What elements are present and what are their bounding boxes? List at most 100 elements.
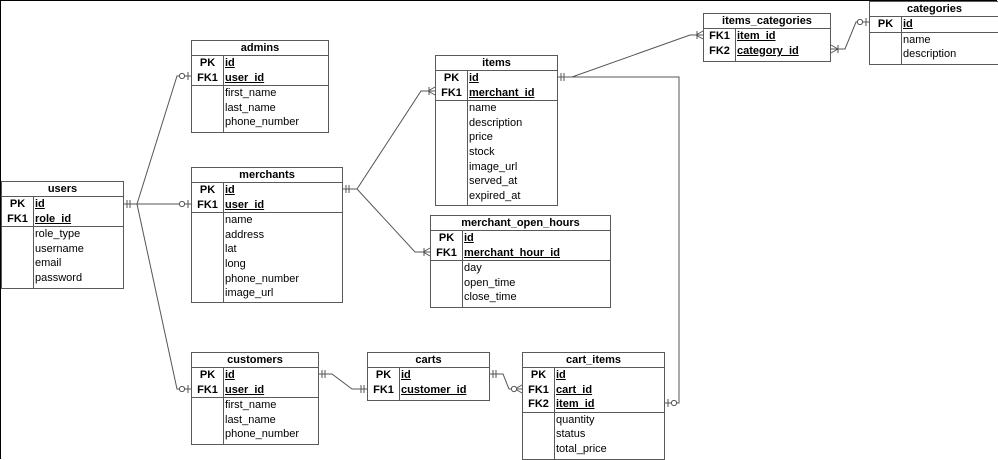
field-column: address (225, 228, 265, 241)
column-divider (223, 367, 224, 444)
field-column: description (469, 116, 523, 129)
key-type: FK1 (709, 30, 730, 42)
key-type: FK1 (7, 212, 28, 225)
key-column: customer_id (401, 383, 467, 396)
key-column: merchant_id (469, 86, 535, 99)
field-row: username (2, 242, 123, 257)
key-column: id (469, 72, 479, 84)
column-divider (554, 367, 555, 459)
key-type: PK (199, 57, 216, 69)
field-row: open_time (431, 276, 610, 291)
column-divider (33, 196, 34, 288)
entity-title: items (436, 56, 557, 71)
link-join-categories (831, 21, 869, 50)
field-column: description (903, 48, 957, 61)
column-divider (223, 182, 224, 302)
entity-title: merchant_open_hours (431, 216, 610, 231)
field-row: close_time (431, 290, 610, 305)
key-type: PK (199, 369, 216, 381)
key-row: PK id (192, 368, 318, 383)
key-column: user_id (225, 71, 265, 84)
field-row: total_price (523, 442, 664, 457)
key-column: id (556, 369, 566, 381)
field-column: email (35, 257, 62, 270)
entity-title: categories (870, 2, 998, 17)
key-column: merchant_hour_id (464, 246, 560, 259)
key-type: PK (443, 72, 460, 84)
field-column: stock (469, 145, 495, 158)
key-row: PK id (436, 71, 557, 86)
key-column: user_id (225, 383, 265, 396)
link-users-customers (124, 203, 191, 390)
field-row: email (2, 256, 123, 271)
key-row: FK1 merchant_hour_id (431, 246, 610, 261)
field-row: description (436, 116, 557, 131)
key-type: PK (877, 18, 894, 30)
key-type: FK1 (436, 246, 457, 259)
field-row: image_url (436, 160, 557, 175)
key-column: category_id (737, 44, 799, 57)
field-row: name (192, 213, 342, 228)
field-column: phone_number (225, 272, 300, 285)
entity-title: cart_items (523, 353, 664, 368)
key-column: user_id (225, 198, 265, 211)
field-row: last_name (192, 101, 328, 116)
field-column: name (225, 214, 253, 227)
key-type: FK1 (528, 383, 549, 396)
field-column: last_name (225, 101, 276, 114)
field-row: status (523, 427, 664, 442)
column-divider (223, 55, 224, 132)
field-column: price (469, 131, 493, 144)
field-row: name (870, 33, 998, 48)
link-items-categories-join (558, 34, 703, 78)
field-column: total_price (556, 442, 607, 455)
column-divider (462, 230, 463, 307)
field-column: lat (225, 243, 237, 256)
field-column: quantity (556, 413, 595, 426)
field-row: expired_at (436, 189, 557, 204)
key-type: PK (199, 184, 216, 196)
field-column: served_at (469, 175, 518, 188)
field-column: phone_number (225, 428, 300, 441)
field-row: description (870, 47, 998, 62)
key-column: id (35, 198, 45, 210)
entity-title: customers (192, 353, 318, 368)
key-column: id (225, 369, 235, 381)
field-row: lat (192, 242, 342, 257)
field-column: username (35, 242, 84, 255)
key-column: id (401, 369, 411, 381)
key-column: item_id (556, 398, 595, 411)
field-column: long (225, 257, 246, 270)
field-row: phone_number (192, 427, 318, 442)
link-merchants-open-hours (343, 188, 430, 253)
